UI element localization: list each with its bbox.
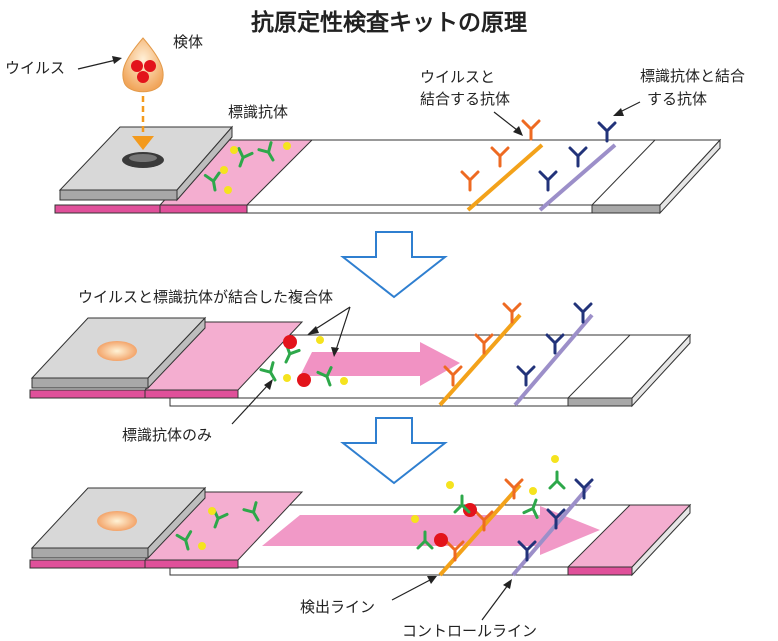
- down-arrow-2: [340, 417, 448, 485]
- label-detection-line: 検出ライン: [300, 598, 375, 616]
- label-virus-binding-2: 結合する抗体: [420, 90, 510, 108]
- flow-arrow-small: [300, 342, 460, 386]
- label-labeled-antibody: 標識抗体: [228, 103, 288, 121]
- label-virus: ウイルス: [5, 59, 65, 77]
- label-complex: ウイルスと標識抗体が結合した複合体: [78, 288, 333, 306]
- flow-arrow-large: [262, 506, 600, 555]
- label-label-binding-2: する抗体: [647, 90, 707, 108]
- label-sample: 検体: [173, 33, 203, 51]
- sample-drop-icon: [122, 37, 164, 93]
- strip-stage-2: [29, 302, 692, 408]
- label-virus-binding-1: ウイルスと: [420, 68, 495, 86]
- label-labeled-only: 標識抗体のみ: [122, 426, 212, 444]
- label-control-line: コントロールライン: [402, 622, 537, 640]
- label-label-binding-1: 標識抗体と結合: [640, 67, 745, 85]
- down-arrow-1: [340, 231, 448, 299]
- dashed-arrow-head: [132, 136, 154, 150]
- strip-stage-3: [29, 455, 692, 577]
- page-title: 抗原定性検査キットの原理: [251, 9, 527, 36]
- strip-stage-1: [54, 119, 722, 215]
